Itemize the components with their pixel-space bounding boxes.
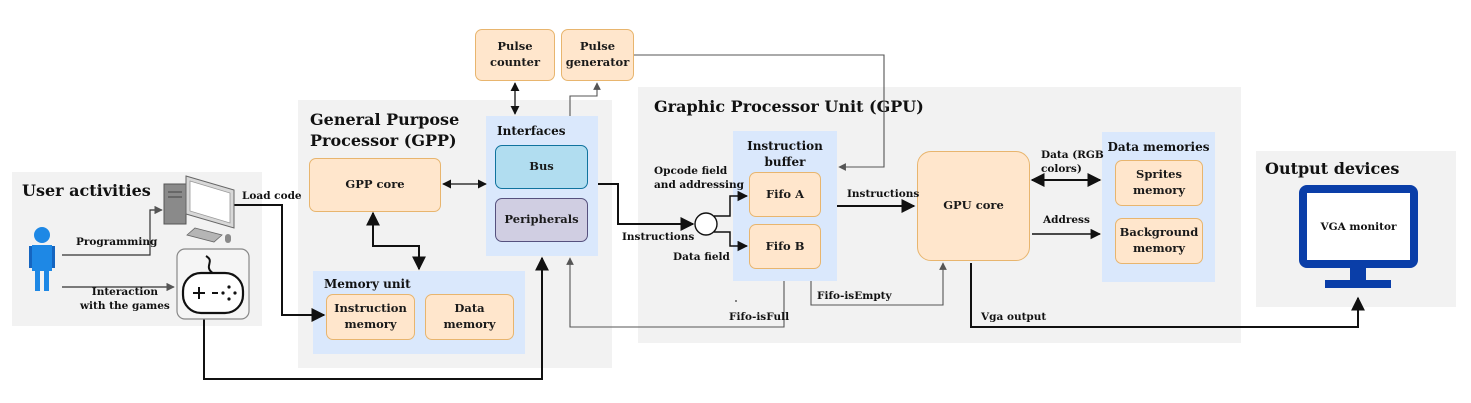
fifo-isempty-label: Fifo-isEmpty xyxy=(817,290,892,302)
gamepad-icon xyxy=(176,248,250,320)
mux-fifo-a-arrow xyxy=(714,190,749,217)
pulse-counter-box: Pulse counter xyxy=(475,29,555,81)
interfaces-title: Interfaces xyxy=(497,124,566,138)
background-memory-box: Background memory xyxy=(1115,218,1203,264)
gpu-title: Graphic Processor Unit (GPU) xyxy=(654,97,924,116)
mux-fifo-b-arrow xyxy=(714,231,749,252)
user-activities-title: User activities xyxy=(22,181,151,200)
interaction-label: Interaction with the games xyxy=(80,286,170,312)
gpp-memory-arrow xyxy=(366,211,426,271)
instructions-to-mux-arrow xyxy=(598,183,695,231)
pulse-generator-arrow xyxy=(569,82,601,116)
instructions-out-label: Instructions xyxy=(847,188,920,200)
data-memory-box: Data memory xyxy=(425,294,514,340)
vga-output-arrow xyxy=(970,263,1365,328)
data-rgb-label: Data (RGB colors) xyxy=(1041,149,1104,175)
opcode-field-label: Opcode field and addressing xyxy=(654,165,744,191)
load-code-arrow xyxy=(232,204,326,322)
gamepad-to-peripherals-arrow xyxy=(203,256,549,380)
gpu-core-box: GPU core xyxy=(917,151,1030,261)
fifo-isempty-arrow xyxy=(810,262,947,306)
monitor-icon xyxy=(1299,185,1418,288)
multiplexer-icon xyxy=(694,212,718,236)
vga-output-label: Vga output xyxy=(981,311,1047,323)
pulse-to-buffer-arrow xyxy=(634,54,885,171)
data-field-label: Data field xyxy=(673,251,730,263)
fifo-isfull-label: Fifo-isFull xyxy=(729,311,790,323)
vga-monitor-label: VGA monitor xyxy=(1320,221,1397,233)
gpp-core-box: GPP core xyxy=(309,158,441,212)
data-memories-title: Data memories xyxy=(1107,140,1210,154)
peripherals-box: Peripherals xyxy=(495,198,588,242)
gpp-title: General Purpose Processor (GPP) xyxy=(310,110,460,150)
bus-box: Bus xyxy=(495,145,588,189)
fifo-b-box: Fifo B xyxy=(749,224,821,269)
output-devices-title: Output devices xyxy=(1265,159,1400,178)
address-label: Address xyxy=(1043,214,1090,226)
programming-label: Programming xyxy=(76,236,158,248)
computer-icon xyxy=(163,175,235,243)
instruction-buffer-title: Instruction buffer xyxy=(747,139,823,169)
load-code-label: Load code xyxy=(242,190,302,202)
pulse-generator-box: Pulse generator xyxy=(561,29,634,81)
programming-arrow xyxy=(62,205,163,256)
user-icon xyxy=(29,227,55,291)
instructions-in-label: Instructions xyxy=(622,231,695,243)
sprites-memory-box: Sprites memory xyxy=(1115,160,1203,206)
memory-unit-title: Memory unit xyxy=(324,277,411,291)
instruction-memory-box: Instruction memory xyxy=(326,294,415,340)
fifo-isfull-arrow xyxy=(566,257,785,328)
fifo-a-box: Fifo A xyxy=(749,172,821,217)
